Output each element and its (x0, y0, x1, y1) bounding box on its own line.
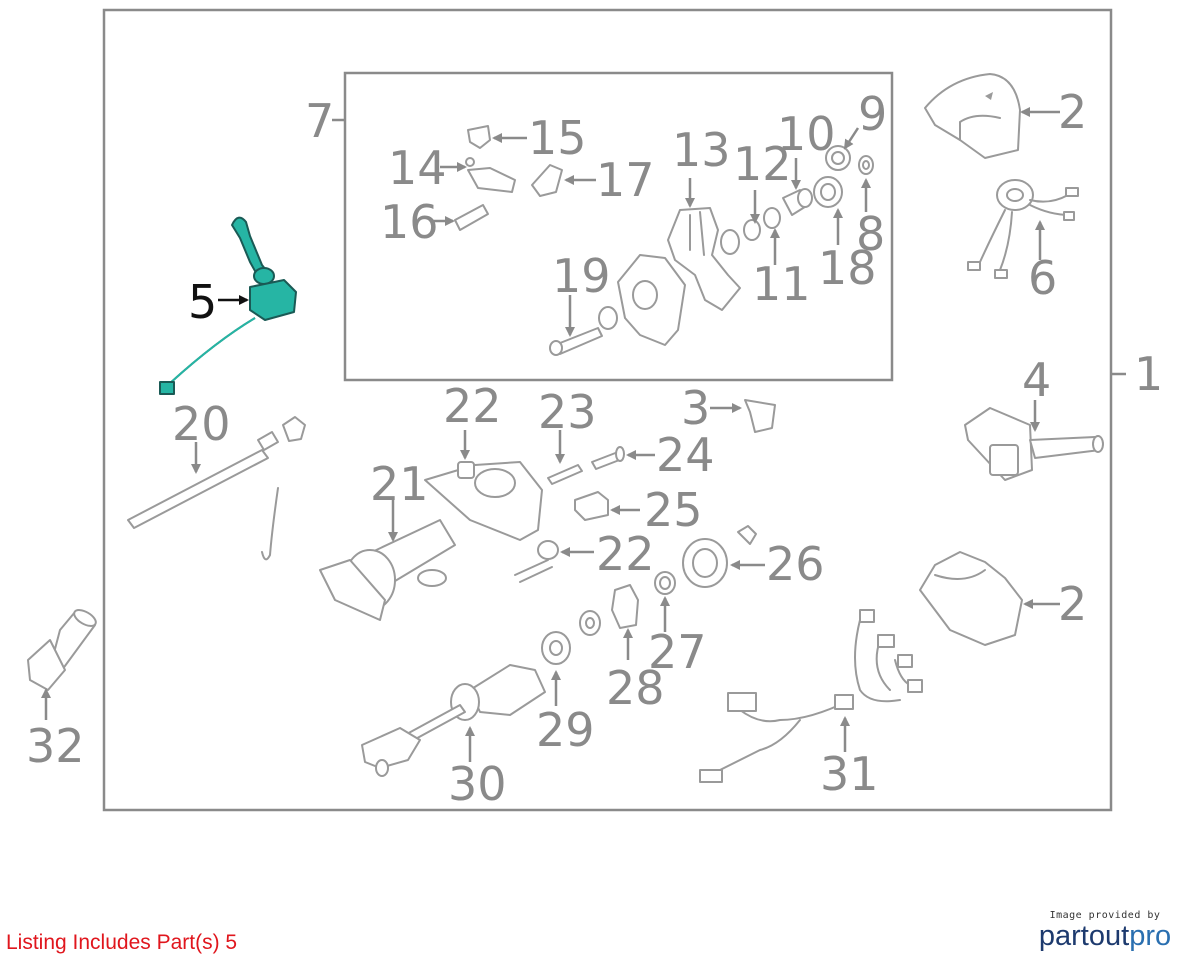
callout-2-upper: 2 (1058, 85, 1087, 139)
part-upper-shroud (924, 73, 1021, 159)
part-column-housing (319, 461, 543, 621)
callout-27: 27 (648, 625, 707, 679)
part-pin-15 (467, 125, 491, 149)
part-gear-29 (541, 631, 571, 665)
part-washer-12 (720, 219, 761, 255)
callout-13: 13 (672, 123, 731, 177)
callout-17: 17 (596, 153, 655, 207)
callout-21: 21 (370, 457, 429, 511)
callout-2-lower: 2 (1058, 577, 1087, 631)
part-bushing-22-upper (457, 461, 475, 479)
callout-31: 31 (820, 747, 879, 801)
callout-25: 25 (644, 483, 703, 537)
brand-part-a: partout (1038, 920, 1130, 952)
credit-provided-by: Image provided by (1049, 910, 1161, 921)
part-lock-cylinder-19 (549, 254, 686, 356)
callout-28: 28 (606, 661, 665, 715)
callout-11: 11 (752, 257, 811, 311)
callout-4: 4 (1022, 353, 1051, 407)
part-bearing-26 (682, 525, 757, 588)
callout-29: 29 (536, 703, 595, 757)
callout-32: 32 (26, 719, 85, 773)
part-combination-switch (964, 407, 1104, 481)
brand-logo: partoutpro (1030, 921, 1180, 951)
part-pin-23 (547, 464, 583, 485)
callout-26: 26 (766, 537, 825, 591)
callout-22-lower: 22 (596, 527, 655, 581)
callout-15: 15 (528, 111, 587, 165)
callout-7: 7 (305, 94, 334, 148)
callout-1: 1 (1134, 347, 1163, 401)
callout-30: 30 (448, 757, 507, 811)
part-5-highlighted-switch (159, 216, 297, 395)
part-spacer-11 (763, 207, 781, 229)
image-credit: Image provided by partoutpro (1030, 910, 1180, 951)
callout-3: 3 (681, 381, 710, 435)
callout-19: 19 (552, 249, 611, 303)
callout-24: 24 (656, 428, 715, 482)
part-lock-housing-13 (667, 207, 741, 311)
part-bearing-18 (813, 176, 843, 208)
callout-10: 10 (777, 107, 836, 161)
subassembly-frame (343, 71, 894, 382)
part-lever-14 (465, 157, 516, 193)
callout-23: 23 (538, 385, 597, 439)
part-column-boot (27, 609, 97, 691)
callout-14: 14 (388, 141, 447, 195)
part-bushing-10 (782, 188, 813, 216)
part-cam-17 (531, 164, 563, 197)
part-bushing-22-lower (537, 540, 559, 560)
brand-part-b: pro (1129, 920, 1172, 952)
part-bolt-24 (591, 446, 625, 470)
callout-20: 20 (172, 397, 231, 451)
part-key-3 (744, 399, 776, 433)
callout-18: 18 (818, 241, 877, 295)
listing-note: Listing Includes Part(s) 5 (6, 931, 238, 954)
part-rod-16 (454, 204, 489, 231)
callout-12: 12 (733, 137, 792, 191)
part-shims (514, 559, 553, 583)
assembly-frame (102, 8, 1113, 812)
part-clip-25 (574, 491, 609, 521)
part-lower-shroud (919, 551, 1023, 646)
part-steering-shaft (361, 664, 546, 777)
callout-9: 9 (858, 87, 887, 141)
part-washer-27 (654, 571, 676, 595)
part-clock-spring (967, 179, 1079, 279)
part-bracket-28 (579, 584, 639, 636)
callout-5: 5 (188, 275, 217, 329)
callout-8: 8 (856, 207, 885, 261)
part-washer-8 (858, 155, 874, 175)
part-wire-harness (699, 609, 923, 783)
callout-16: 16 (380, 195, 439, 249)
part-lock-rod (127, 416, 306, 561)
part-ring-9 (825, 145, 851, 171)
parts-diagram: 1 7 2 6 4 2 (26, 8, 1163, 812)
callout-6: 6 (1028, 251, 1057, 305)
callout-22-upper: 22 (443, 379, 502, 433)
